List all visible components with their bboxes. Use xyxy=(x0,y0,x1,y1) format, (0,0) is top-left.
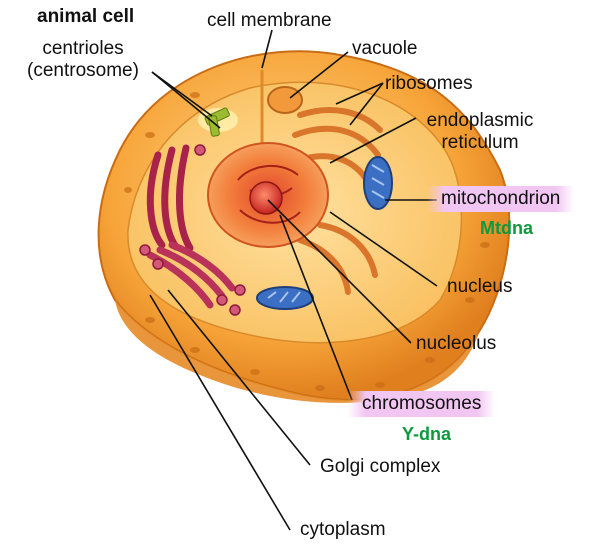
label-er-line2: reticulum xyxy=(441,131,519,153)
label-cytoplasm: cytoplasm xyxy=(300,519,386,540)
label-vacuole: vacuole xyxy=(352,38,418,59)
label-chromosomes: chromosomes xyxy=(348,391,496,417)
label-nucleolus: nucleolus xyxy=(416,333,497,354)
cell-rim xyxy=(115,300,480,403)
mitochondria-shape xyxy=(256,156,393,310)
leader-lines xyxy=(149,29,438,531)
label-centrioles-line2: (centrosome) xyxy=(27,59,139,81)
label-endoplasmic-reticulum: endoplasmic reticulum xyxy=(415,110,545,154)
diagram-title: animal cell xyxy=(37,6,135,27)
label-ydna: Y-dna xyxy=(402,424,452,444)
label-mtdna: Mtdna xyxy=(480,218,533,238)
label-ribosomes: ribosomes xyxy=(385,73,473,94)
label-golgi-complex: Golgi complex xyxy=(320,456,441,477)
label-cell-membrane: cell membrane xyxy=(207,10,332,31)
label-nucleus: nucleus xyxy=(447,276,513,297)
label-er-line1: endoplasmic xyxy=(426,110,534,131)
label-mitochondrion: mitochondrion xyxy=(427,186,575,212)
vacuole-shape xyxy=(267,86,303,114)
label-centrioles-line1: centrioles xyxy=(42,38,124,59)
label-centrioles: centrioles (centrosome) xyxy=(18,38,148,82)
golgi-vesicles xyxy=(139,144,246,316)
